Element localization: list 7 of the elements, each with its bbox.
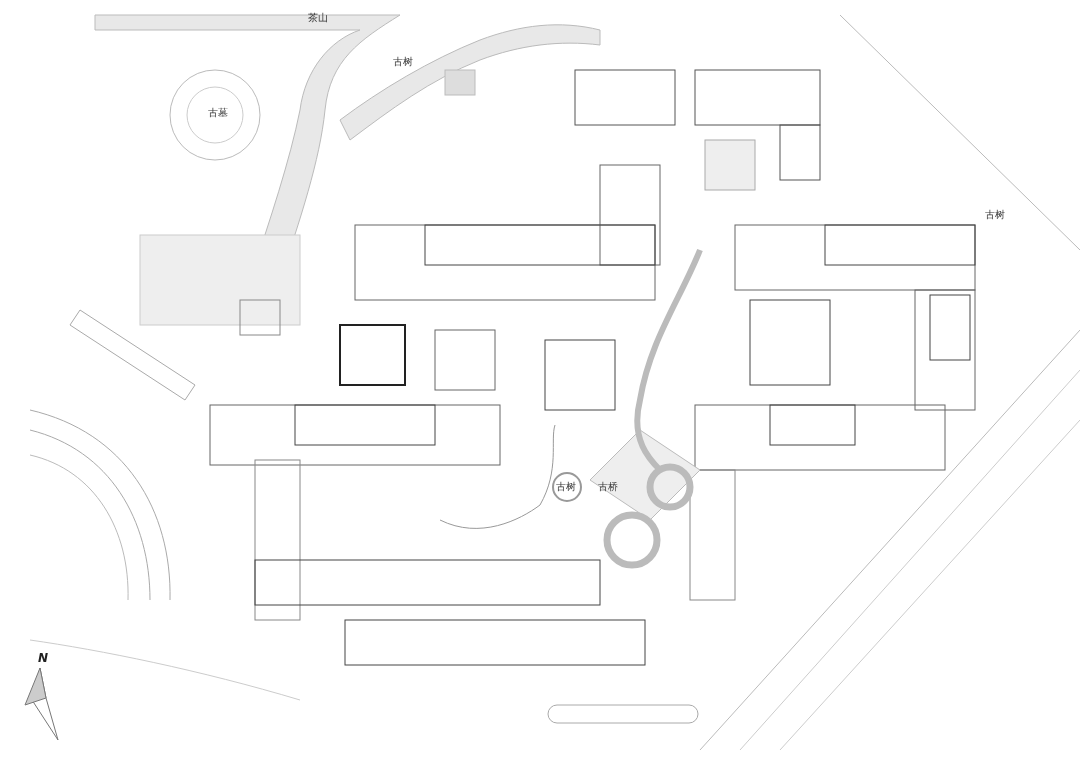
place-label: 古树 [393,56,413,68]
place-label: 古树 [985,209,1005,221]
place-label: 古墓 [208,107,228,119]
north-label: N [38,652,49,664]
place-label: 古树 [556,481,576,493]
place-label: 茶山 [308,12,328,24]
place-label: 古桥 [598,481,618,493]
